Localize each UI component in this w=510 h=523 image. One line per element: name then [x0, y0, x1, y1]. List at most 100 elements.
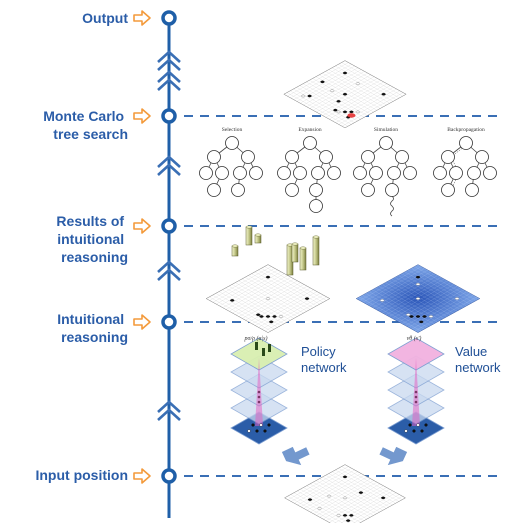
mcts-node [293, 166, 307, 180]
mcts-tree-simulation: Simulation [353, 127, 417, 217]
mcts-node [215, 166, 229, 180]
white-stone [355, 110, 360, 114]
mcts-node [449, 166, 463, 180]
probability-bar [245, 225, 253, 246]
black-stone [304, 297, 310, 300]
mcts-node [361, 183, 375, 197]
white-stone [415, 283, 421, 286]
black-stone [349, 514, 354, 517]
black-stone [336, 100, 341, 103]
white-stone [428, 315, 434, 318]
white-stone [327, 494, 332, 498]
black-stone [265, 315, 271, 318]
stage-label-output: Output [82, 10, 128, 26]
mcts-node [249, 166, 263, 180]
output-go-board [283, 60, 407, 129]
probability-bar [312, 235, 320, 266]
mcts-node [459, 136, 473, 150]
black-stone [342, 71, 348, 75]
black-stone [333, 109, 338, 112]
stage-label-mcts: Monte Carlo tree search [43, 108, 128, 142]
white-stone [454, 297, 460, 300]
white-stone [278, 315, 284, 318]
probability-bar [254, 233, 262, 244]
timeline-node-output [161, 10, 177, 26]
mcts-node [303, 136, 317, 150]
right-arrow-icon [133, 218, 151, 234]
right-arrow-icon [133, 10, 151, 26]
policy-output-bar [255, 342, 258, 350]
black-stone [307, 498, 313, 501]
stage-label-intuitional: Intuitional reasoning [57, 311, 128, 345]
selected-move-marker [347, 113, 356, 118]
black-stone [256, 313, 261, 316]
mcts-node [311, 166, 325, 180]
mcts-node [385, 183, 399, 197]
stage-label-input: Input position [35, 467, 128, 483]
mcts-node [285, 150, 299, 164]
black-stone [358, 491, 363, 494]
mcts-node [277, 166, 291, 180]
value-formula: vθ (s') [407, 335, 422, 342]
mcts-node [319, 150, 333, 164]
probability-bar [231, 244, 239, 257]
policy-formula: pσ/ρ (a|s) [244, 335, 268, 342]
mcts-node [231, 183, 245, 197]
white-stone [415, 297, 421, 300]
policy-network-label: Policy network [301, 344, 347, 375]
mcts-node [207, 183, 221, 197]
black-stone [342, 514, 348, 517]
policy-network-stack [230, 337, 288, 445]
mcts-phase-label: Expansion [298, 127, 321, 133]
black-stone [272, 315, 277, 318]
mcts-node [199, 166, 213, 180]
mcts-node [361, 150, 375, 164]
mcts-node [387, 166, 401, 180]
mcts-node [285, 183, 299, 197]
policy-probability-bars [231, 225, 320, 276]
mcts-node [433, 166, 447, 180]
value-result-board [355, 264, 481, 333]
black-stone [415, 315, 421, 318]
policy-output-bar [268, 344, 271, 352]
white-stone [342, 496, 348, 500]
black-stone [342, 110, 348, 114]
right-arrow-icon [133, 468, 151, 484]
right-arrow-icon [133, 108, 151, 124]
mcts-node [441, 183, 455, 197]
black-stone [346, 519, 351, 522]
mcts-phase-label: Backpropagation [447, 127, 485, 133]
black-stone [307, 94, 312, 98]
white-stone [265, 297, 271, 300]
black-stone [349, 110, 354, 114]
timeline-node-intuitional [161, 314, 177, 330]
mcts-node [483, 166, 497, 180]
mcts-phase-label: Simulation [374, 127, 398, 133]
white-stone [336, 514, 341, 517]
probability-bar [299, 246, 307, 271]
white-stone [355, 82, 360, 85]
mcts-node [475, 150, 489, 164]
mcts-tree-backpropagation: Backpropagation [433, 127, 497, 197]
mcts-node [225, 136, 239, 150]
black-stone [320, 80, 325, 83]
black-stone [342, 475, 348, 478]
white-stone [336, 110, 341, 114]
black-stone [269, 320, 274, 324]
probability-bar [291, 242, 299, 263]
white-stone [330, 89, 335, 92]
mcts-node [233, 166, 247, 180]
mcts-node [395, 150, 409, 164]
mcts-node [241, 150, 255, 164]
mcts-node [441, 150, 455, 164]
mcts-node [403, 166, 417, 180]
black-stone [415, 275, 421, 279]
mcts-node [379, 136, 393, 150]
black-stone [259, 315, 264, 318]
policy-output-bar [262, 348, 265, 356]
white-stone [380, 299, 385, 302]
timeline-node-mcts [161, 108, 177, 124]
policy-result-board [205, 264, 331, 333]
